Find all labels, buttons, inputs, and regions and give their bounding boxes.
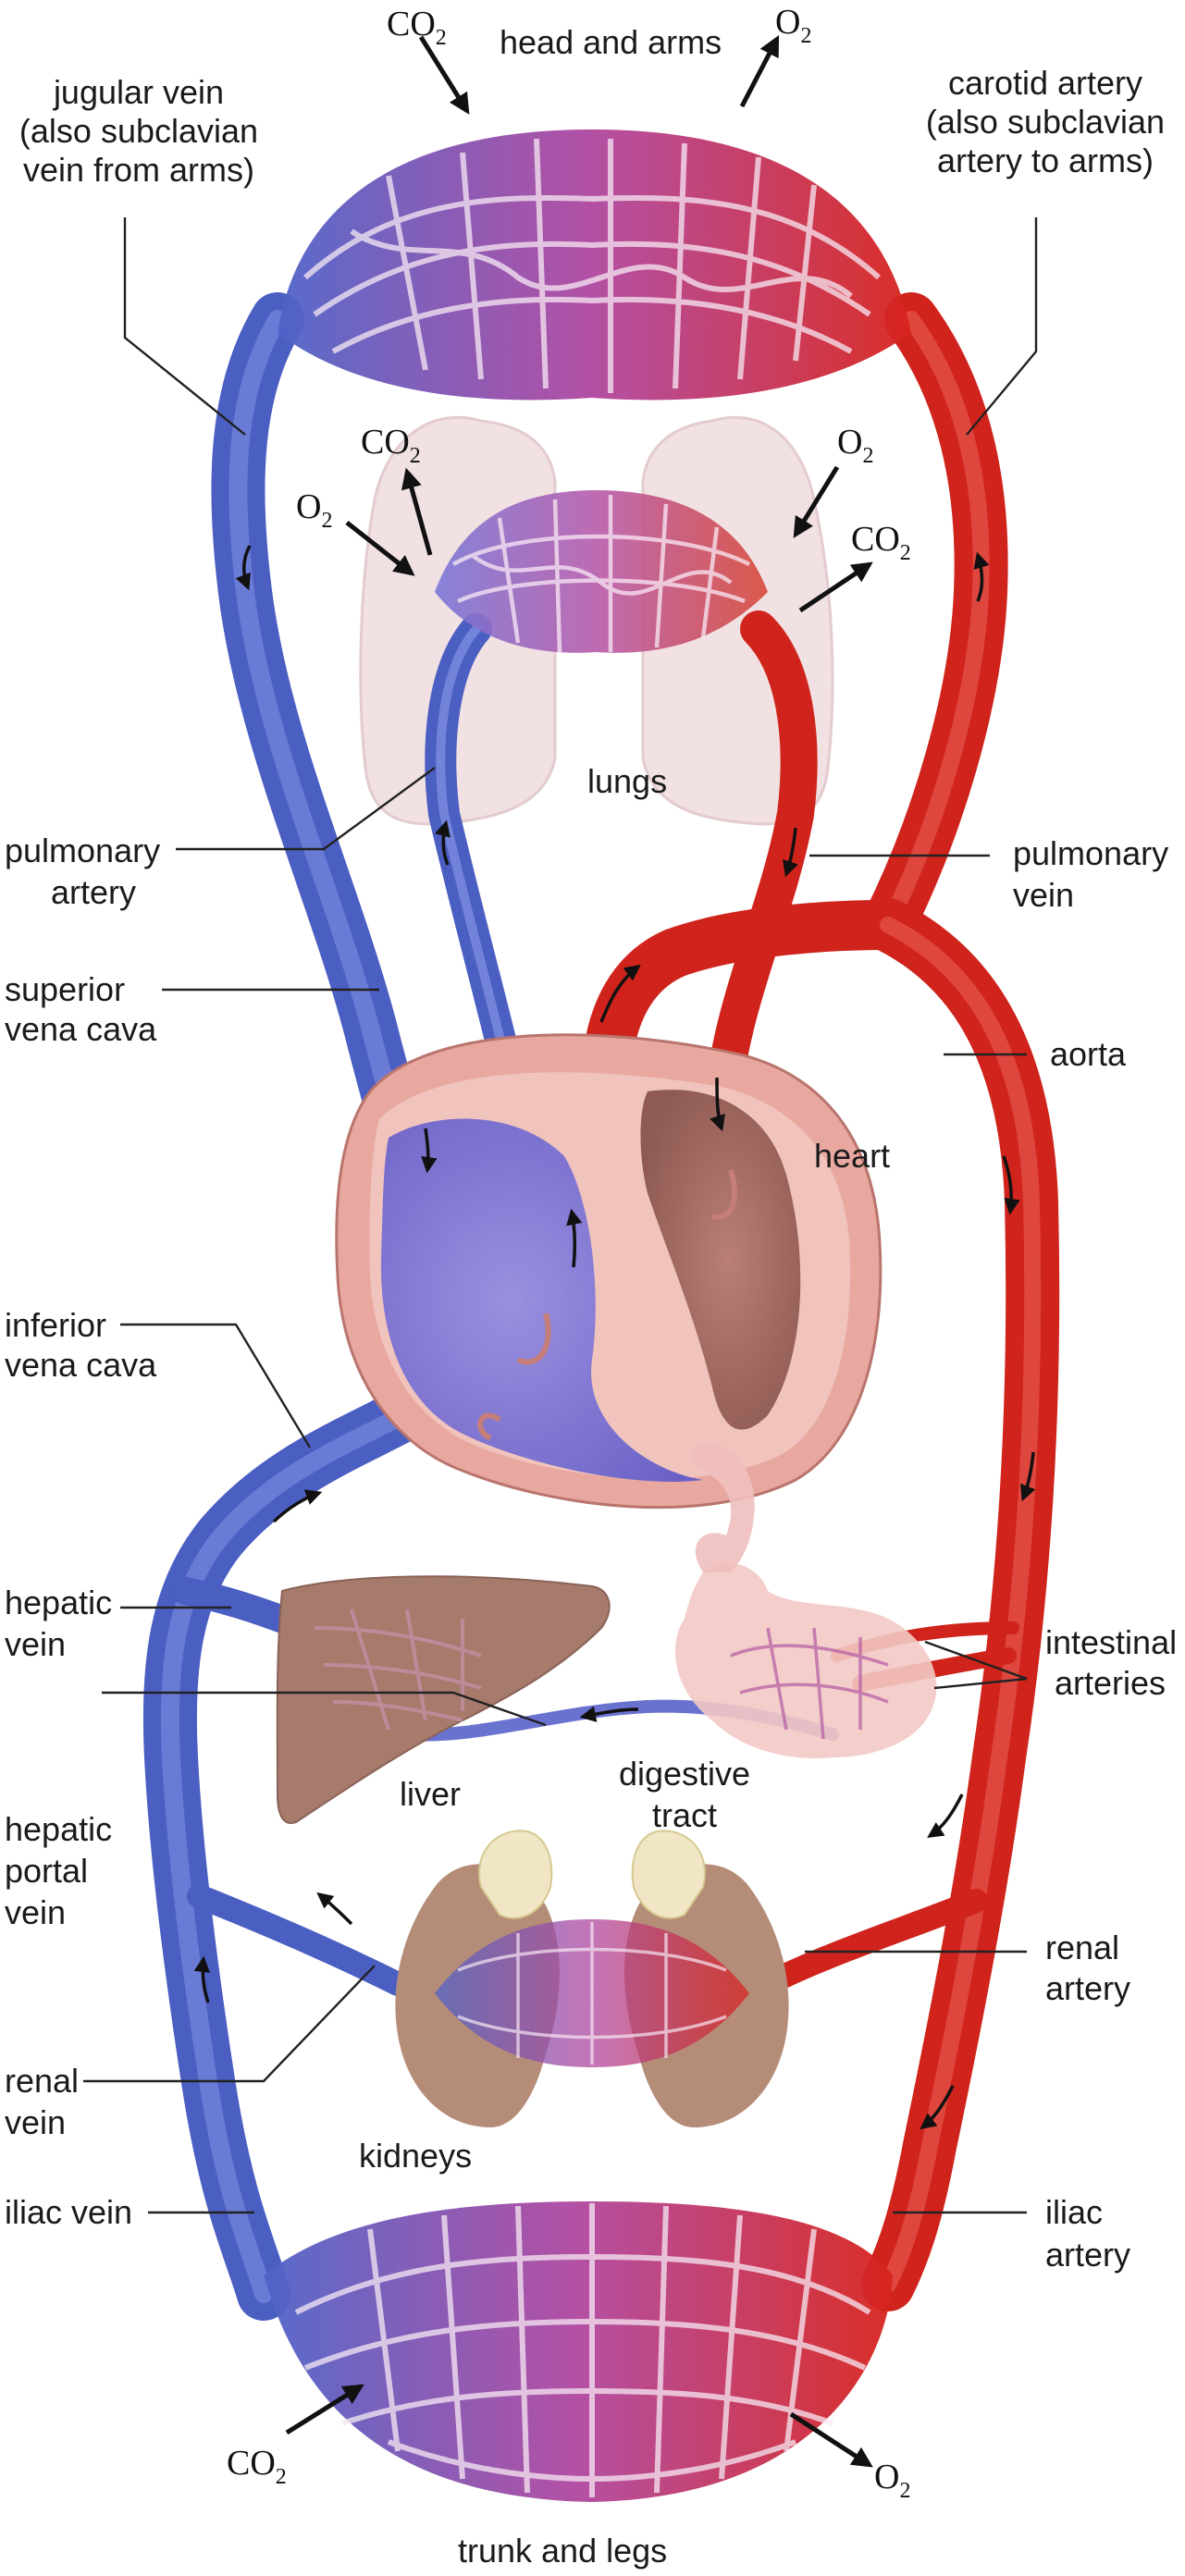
co2-arrow-lungs [401, 467, 433, 556]
leader-intestinal-artery-2 [933, 1677, 1028, 1690]
leader-carotid-artery [966, 217, 1038, 436]
label-pulmonary-artery-1: pulmonary [5, 832, 160, 869]
flow-arrow-portal [579, 1706, 639, 1722]
label-intestinal-arteries-2: arteries [1055, 1664, 1166, 1702]
label-pulmonary-vein-2: vein [1013, 876, 1074, 914]
flow-arrow-rv-up [566, 1208, 583, 1268]
label-digestive-tract-1: digestive [619, 1755, 750, 1793]
capillary-bed-lungs [435, 490, 768, 653]
label-carotid-artery-3: artery to arms) [937, 142, 1154, 179]
label-hepatic-portal-vein-2: portal [5, 1852, 88, 1890]
gas-o2-lungs-left: O2 [296, 487, 332, 533]
label-pulmonary-artery-2: artery [51, 873, 136, 911]
label-superior-vena-cava-2: vena cava [5, 1010, 157, 1048]
flow-arrow-aorta-down-3 [927, 1793, 964, 1838]
gas-co2-trunk: CO2 [227, 2444, 287, 2489]
flow-arrow-pulmonary-up [434, 820, 451, 866]
label-hepatic-vein-1: hepatic [5, 1584, 112, 1621]
flow-arrow-aorta-down-1 [1002, 1155, 1020, 1215]
flow-arrow-pv-in [710, 1077, 725, 1132]
gas-o2-trunk: O2 [874, 2458, 910, 2503]
o2-arrow-trunk [789, 2411, 873, 2468]
label-heart: heart [814, 1137, 890, 1175]
label-renal-artery-1: renal [1045, 1929, 1119, 1966]
flow-arrow-jugular-down [235, 545, 252, 591]
digestive-tract [675, 1443, 937, 1758]
leader-renal-vein [83, 1965, 376, 2083]
leader-hepatic-portal-vein [102, 1691, 547, 1727]
co2-arrow-trunk [285, 2384, 364, 2435]
gas-o2-head: O2 [775, 3, 811, 48]
capillary-bed-trunk-legs [264, 2201, 893, 2502]
label-digestive-tract-2: tract [652, 1796, 717, 1834]
label-inferior-vena-cava-2: vena cava [5, 1346, 157, 1384]
label-trunk-and-legs: trunk and legs [458, 2532, 667, 2570]
leader-intestinal-artery-1 [924, 1640, 1028, 1681]
label-kidneys: kidneys [359, 2137, 472, 2175]
label-renal-vein-2: vein [5, 2103, 66, 2141]
o2-arrow-lungs-left [345, 521, 415, 576]
flow-arrow-pv-down [783, 827, 798, 878]
label-liver: liver [400, 1775, 461, 1813]
heart [335, 1033, 883, 1510]
gas-o2-lungs-right: O2 [837, 423, 873, 468]
co2-arrow-lungs-right [798, 561, 873, 613]
label-iliac-artery-2: artery [1045, 2236, 1130, 2274]
label-renal-artery-2: artery [1045, 1969, 1130, 2007]
gas-labels: CO2 O2 CO2 O2 O2 CO2 CO2 O2 [227, 3, 911, 2503]
label-hepatic-portal-vein-1: hepatic [5, 1810, 112, 1848]
flow-arrow-aorta-down-2 [1020, 1451, 1036, 1502]
flow-arrow-iliac-artery [920, 2085, 955, 2130]
label-renal-vein-1: renal [5, 2062, 79, 2100]
co2-arrow-head [418, 35, 470, 115]
label-iliac-artery-1: iliac [1045, 2193, 1103, 2231]
label-head-and-arms: head and arms [500, 23, 722, 61]
gas-co2-lungs: CO2 [361, 423, 421, 468]
label-jugular-vein-2: (also subclavian [19, 112, 258, 150]
flow-arrow-aorta-arch [599, 964, 641, 1023]
label-hepatic-vein-2: vein [5, 1625, 66, 1663]
label-jugular-vein-1: jugular vein [53, 73, 224, 111]
o2-arrow-head [739, 35, 780, 108]
label-carotid-artery-1: carotid artery [948, 64, 1142, 102]
flow-arrow-ivc-up [272, 1489, 323, 1523]
gas-exchange-arrows [285, 35, 873, 2468]
flow-arrow-renal-vein [316, 1892, 353, 1926]
flow-arrow-carotid-up [973, 551, 990, 602]
gas-co2-lungs-right: CO2 [851, 520, 911, 565]
label-superior-vena-cava-1: superior [5, 970, 125, 1008]
label-pulmonary-vein-1: pulmonary [1013, 834, 1168, 872]
label-carotid-artery-2: (also subclavian [926, 103, 1165, 141]
labels: head and arms jugular vein (also subclav… [5, 23, 1177, 2570]
label-aorta: aorta [1050, 1035, 1127, 1073]
label-intestinal-arteries-1: intestinal [1045, 1623, 1177, 1661]
blood-flow-arrows [193, 545, 1036, 2130]
leader-jugular-vein [123, 217, 246, 436]
label-jugular-vein-3: vein from arms) [23, 151, 254, 189]
flow-arrow-iliac-vein [193, 1955, 211, 2003]
leader-inferior-vena-cava [120, 1323, 312, 1448]
gas-co2-head: CO2 [387, 5, 447, 50]
leader-pulmonary-artery [176, 767, 436, 851]
label-lungs: lungs [587, 762, 667, 800]
flow-arrow-svc-down [421, 1128, 438, 1174]
label-inferior-vena-cava-1: inferior [5, 1306, 106, 1344]
capillary-bed-kidneys [435, 1919, 749, 2067]
capillary-bed-head-arms [278, 129, 911, 401]
label-hepatic-portal-vein-3: vein [5, 1893, 66, 1931]
liver [276, 1575, 611, 1824]
o2-arrow-lungs-right [793, 465, 840, 538]
label-iliac-vein: iliac vein [5, 2193, 132, 2231]
leader-lines [83, 217, 1038, 2214]
